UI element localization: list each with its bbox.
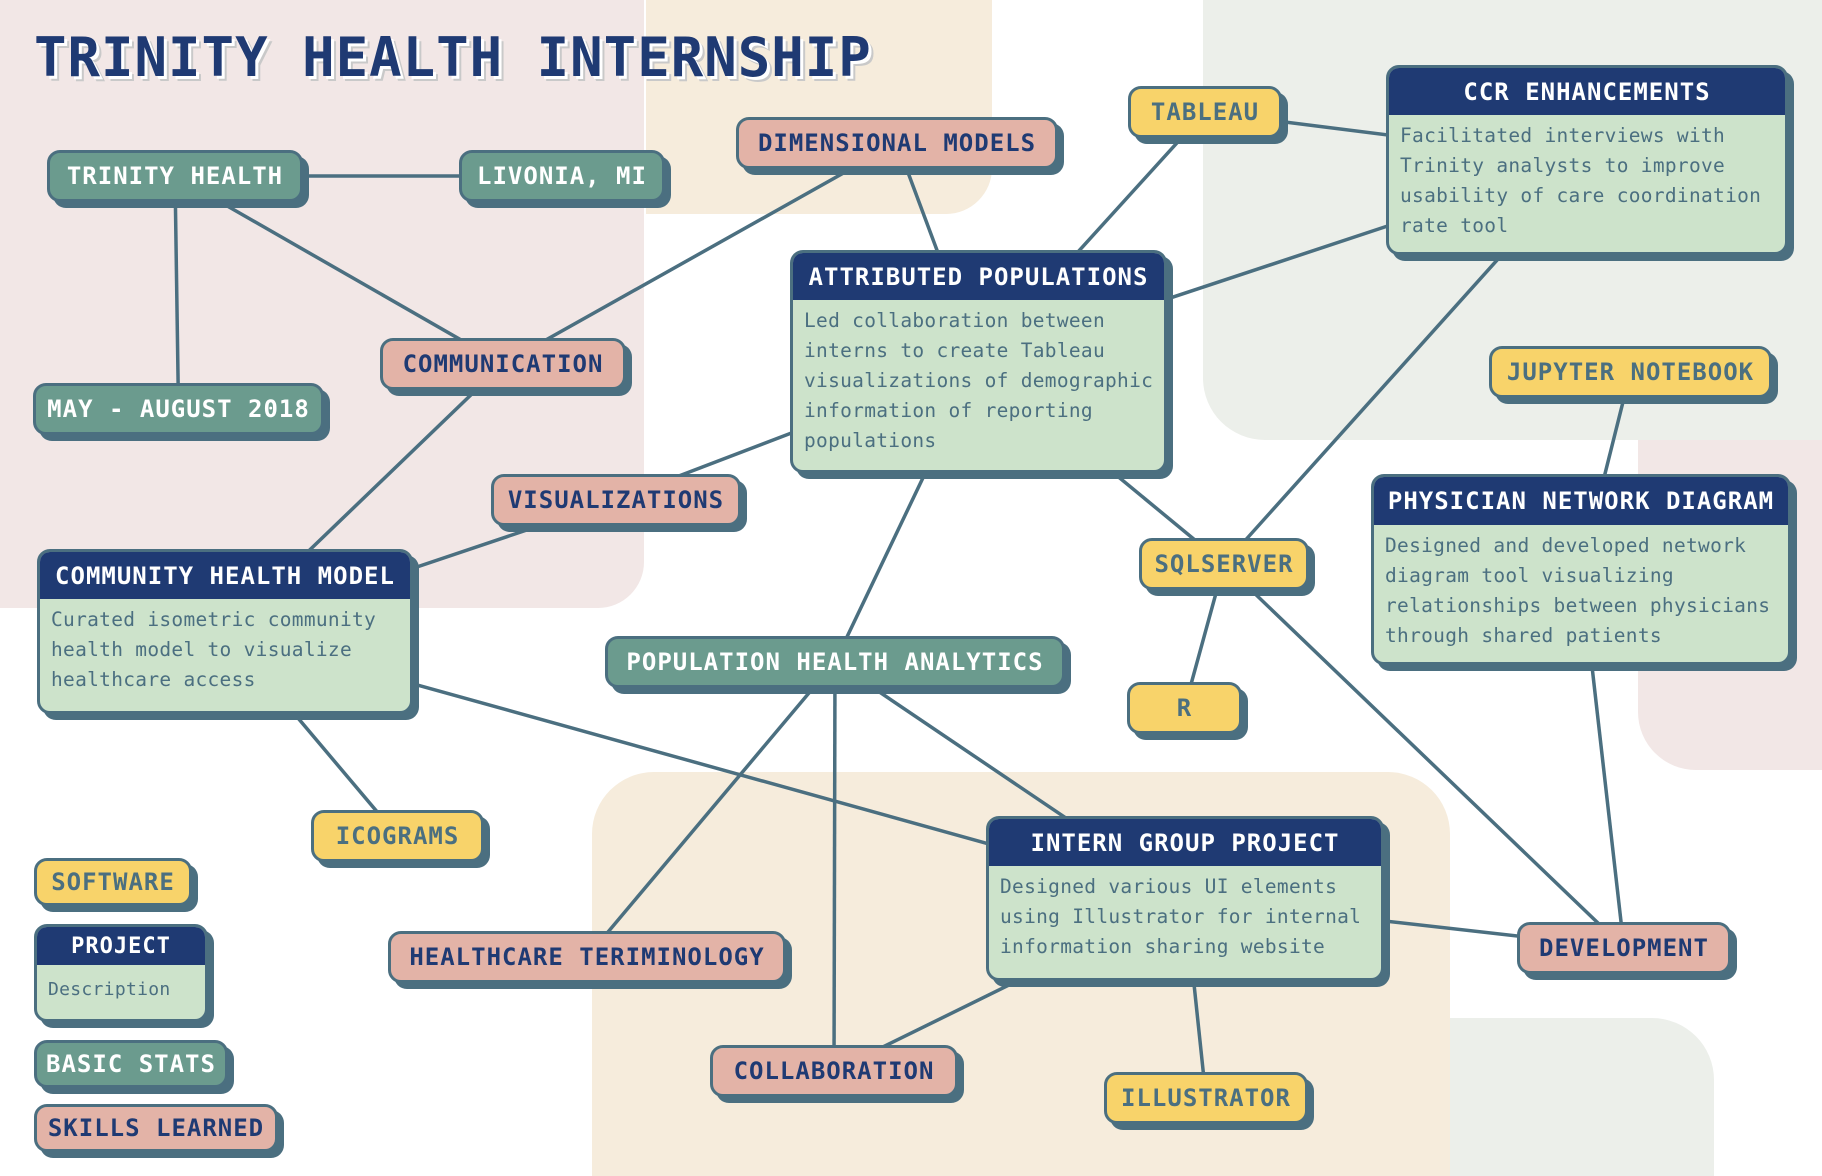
background-block-cream-top xyxy=(646,0,992,214)
node-trinity-health: TRINITY HEALTH xyxy=(47,150,303,202)
node-collaboration: COLLABORATION xyxy=(710,1045,958,1097)
node-visualizations: VISUALIZATIONS xyxy=(491,474,741,526)
project-card-ccr-enhancements: CCR ENHANCEMENTS Facilitated interviews … xyxy=(1386,65,1788,255)
node-tableau: TABLEAU xyxy=(1128,86,1282,138)
project-card-intern-group-project: INTERN GROUP PROJECT Designed various UI… xyxy=(986,816,1384,981)
project-description: Curated isometric community health model… xyxy=(51,608,377,691)
node-healthcare-terminology: HEALTHCARE TERIMINOLOGY xyxy=(388,931,786,983)
edge-trinity_health-communication xyxy=(174,174,504,366)
node-livonia-mi: LIVONIA, MI xyxy=(459,150,665,202)
node-dimensional-models: DIMENSIONAL MODELS xyxy=(736,117,1058,169)
legend-project: PROJECT Description xyxy=(34,924,208,1022)
project-description: Designed various UI elements using Illus… xyxy=(1000,875,1362,958)
node-development: DEVELOPMENT xyxy=(1517,922,1731,974)
node-jupyter-notebook: JUPYTER NOTEBOOK xyxy=(1489,346,1772,398)
project-title: ATTRIBUTED POPULATIONS xyxy=(793,253,1164,300)
project-card-physician-network-diagram: PHYSICIAN NETWORK DIAGRAM Designed and d… xyxy=(1371,474,1791,665)
background-block-gray-bottom xyxy=(1440,1018,1714,1176)
project-card-attributed-populations: ATTRIBUTED POPULATIONS Led collaboration… xyxy=(790,250,1167,473)
node-r: R xyxy=(1127,682,1242,734)
edge-population_health-healthcare_terminology xyxy=(585,660,837,959)
legend-software: SOFTWARE xyxy=(34,858,192,906)
legend-basic-stats: BASIC STATS xyxy=(34,1040,228,1088)
legend-project-title: PROJECT xyxy=(37,927,205,965)
project-title: INTERN GROUP PROJECT xyxy=(989,819,1381,866)
node-sqlserver: SQLSERVER xyxy=(1139,538,1309,590)
project-title: CCR ENHANCEMENTS xyxy=(1389,68,1785,115)
node-dates: MAY - AUGUST 2018 xyxy=(33,383,324,435)
project-title: PHYSICIAN NETWORK DIAGRAM xyxy=(1374,477,1788,525)
node-icograms: ICOGRAMS xyxy=(311,810,484,862)
edge-population_health-collaboration xyxy=(832,661,837,1072)
edge-sqlserver-development xyxy=(1222,562,1626,950)
project-card-community-health-model: COMMUNITY HEALTH MODEL Curated isometric… xyxy=(37,549,413,714)
project-description: Facilitated interviews with Trinity anal… xyxy=(1400,124,1762,237)
node-population-health-analytics: POPULATION HEALTH ANALYTICS xyxy=(605,636,1065,688)
node-illustrator: ILLUSTRATOR xyxy=(1104,1072,1308,1124)
edge-trinity_health-dates xyxy=(173,175,181,410)
node-communication: COMMUNICATION xyxy=(380,338,626,390)
page-title: TRINITY HEALTH INTERNSHIP xyxy=(34,26,872,89)
legend-project-description: Description xyxy=(48,979,171,1000)
project-description: Led collaboration between interns to cre… xyxy=(804,309,1154,452)
project-description: Designed and developed network diagram t… xyxy=(1385,534,1771,647)
project-title: COMMUNITY HEALTH MODEL xyxy=(40,552,410,599)
legend-skills-learned: SKILLS LEARNED xyxy=(34,1104,278,1152)
edge-communication-dimensional_models xyxy=(502,141,898,366)
